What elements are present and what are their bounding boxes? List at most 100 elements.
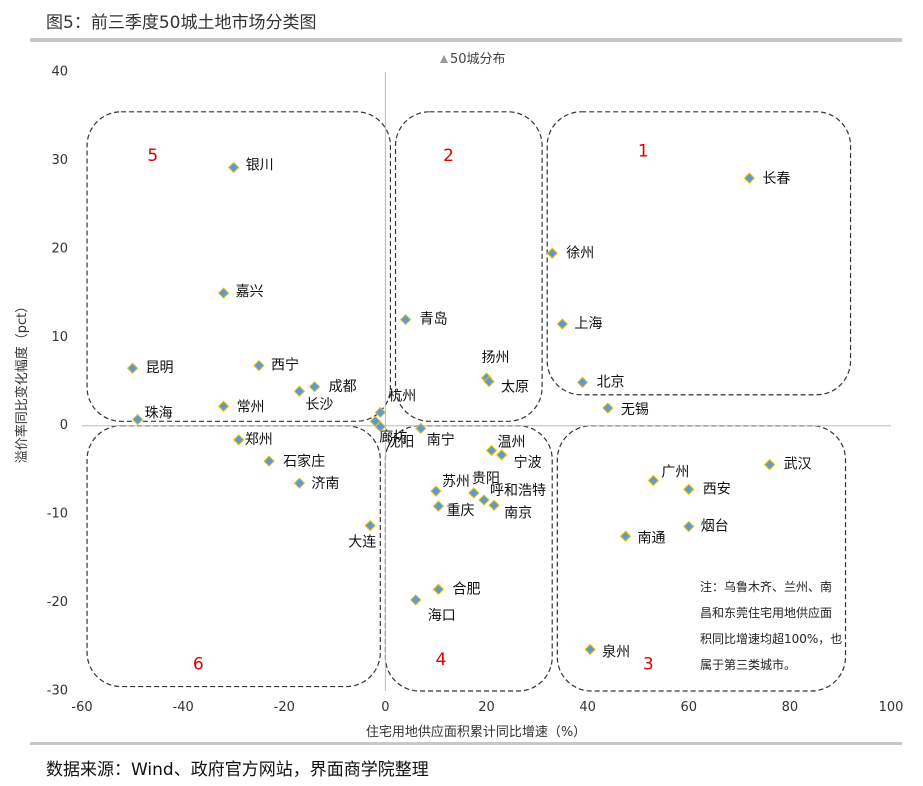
point-label: 嘉兴 xyxy=(236,284,264,300)
region-box-5 xyxy=(86,111,392,422)
point-label: 沈阳 xyxy=(386,435,414,451)
point-label: 苏州 xyxy=(442,474,470,490)
point-label: 贵阳 xyxy=(472,471,500,487)
point-label: 昆明 xyxy=(146,360,174,376)
point-label: 杭州 xyxy=(388,388,416,404)
point-marker xyxy=(399,313,412,326)
point-marker xyxy=(483,375,495,388)
point-label: 广州 xyxy=(661,465,689,481)
x-tick-label: 80 xyxy=(782,700,799,715)
y-tick-label: -30 xyxy=(47,684,68,699)
legend-label: 50城分布 xyxy=(450,52,506,67)
point-label: 珠海 xyxy=(145,406,173,422)
point-label: 南通 xyxy=(638,530,666,546)
point-label: 重庆 xyxy=(446,503,474,519)
point-marker xyxy=(468,487,480,499)
point-label: 太原 xyxy=(501,380,529,396)
point-label: 温州 xyxy=(498,434,526,450)
point-marker xyxy=(478,494,490,506)
point-marker xyxy=(556,318,569,330)
point-marker xyxy=(488,499,500,512)
point-label: 济南 xyxy=(311,476,339,492)
point-marker xyxy=(546,247,558,259)
point-label: 武汉 xyxy=(784,457,812,473)
x-tick-label: -20 xyxy=(274,700,295,715)
point-marker xyxy=(293,477,306,489)
point-marker xyxy=(495,449,508,461)
y-tick-label: -10 xyxy=(47,507,68,522)
point-marker xyxy=(432,500,445,512)
point-marker xyxy=(619,530,632,542)
note-line: 积同比增速均超100%，也 xyxy=(700,631,842,646)
point-marker xyxy=(432,583,445,596)
point-label: 大连 xyxy=(348,535,376,551)
point-label: 南宁 xyxy=(427,431,455,448)
point-marker xyxy=(584,643,596,656)
point-label: 海口 xyxy=(428,608,456,624)
point-label: 银川 xyxy=(246,158,274,174)
region-label-2: 2 xyxy=(443,146,454,166)
y-tick-label: -20 xyxy=(47,595,68,610)
region-box-2 xyxy=(394,111,543,422)
region-box-6 xyxy=(86,425,381,688)
x-tick-label: -40 xyxy=(173,700,194,715)
data-points: 长春银川徐州嘉兴青岛上海昆明西宁扬州太原北京成都长沙常州无锡杭州珠海廊坊沈阳南宁… xyxy=(126,158,812,660)
x-tick-label: 0 xyxy=(381,700,389,715)
point-marker xyxy=(217,400,230,412)
legend-marker xyxy=(440,55,448,63)
point-marker xyxy=(126,362,139,374)
x-tick-label: 100 xyxy=(879,700,904,715)
point-marker xyxy=(233,434,245,446)
x-tick-label: 40 xyxy=(579,700,596,715)
y-tick-label: 20 xyxy=(51,241,68,256)
region-label-1: 1 xyxy=(638,142,649,162)
point-label: 泉州 xyxy=(602,643,630,660)
point-label: 宁波 xyxy=(514,454,542,471)
legend: 50城分布 xyxy=(440,52,506,67)
annotation-note: 注：乌鲁木齐、兰州、南昌和东莞住宅用地供应面积同比增速均超100%，也属于第三类… xyxy=(700,579,842,672)
point-label: 北京 xyxy=(597,374,625,390)
note-line: 属于第三类城市。 xyxy=(700,657,796,672)
region-label-4: 4 xyxy=(436,650,447,670)
point-marker xyxy=(293,385,306,397)
point-label: 郑州 xyxy=(245,432,273,448)
figure-title: 图5：前三季度50城土地市场分类图 xyxy=(46,13,317,33)
y-tick-label: 0 xyxy=(60,418,68,433)
point-label: 廊坊 xyxy=(379,428,407,445)
region-label-5: 5 xyxy=(147,146,158,166)
region-box-3 xyxy=(556,425,847,692)
point-label: 合肥 xyxy=(452,581,480,597)
point-marker xyxy=(131,413,144,426)
point-marker xyxy=(485,444,498,457)
point-label: 常州 xyxy=(237,399,265,415)
x-tick-label: 60 xyxy=(680,700,697,715)
point-marker xyxy=(763,458,776,471)
point-label: 呼和浩特 xyxy=(490,483,546,499)
bottom-divider xyxy=(30,742,902,745)
y-tick-label: 40 xyxy=(51,65,68,80)
point-marker xyxy=(253,359,265,372)
point-label: 无锡 xyxy=(621,402,649,418)
y-tick-label: 30 xyxy=(51,153,68,168)
note-line: 注：乌鲁木齐、兰州、南 xyxy=(700,579,832,594)
region-label-3: 3 xyxy=(643,654,654,674)
point-label: 南京 xyxy=(504,505,532,521)
y-tick-label: 10 xyxy=(51,330,68,345)
point-label: 石家庄 xyxy=(283,453,325,470)
point-marker xyxy=(602,402,614,414)
point-label: 徐州 xyxy=(566,245,594,261)
point-marker xyxy=(217,287,230,299)
point-label: 长沙 xyxy=(305,397,333,413)
point-label: 成都 xyxy=(329,379,357,395)
point-marker xyxy=(743,172,756,184)
x-tick-label: -60 xyxy=(71,700,92,715)
point-marker xyxy=(576,376,589,389)
point-marker xyxy=(308,381,321,393)
note-line: 昌和东莞住宅用地供应面 xyxy=(700,605,832,620)
point-marker xyxy=(364,519,376,532)
point-marker xyxy=(374,420,387,433)
point-marker xyxy=(683,483,695,496)
